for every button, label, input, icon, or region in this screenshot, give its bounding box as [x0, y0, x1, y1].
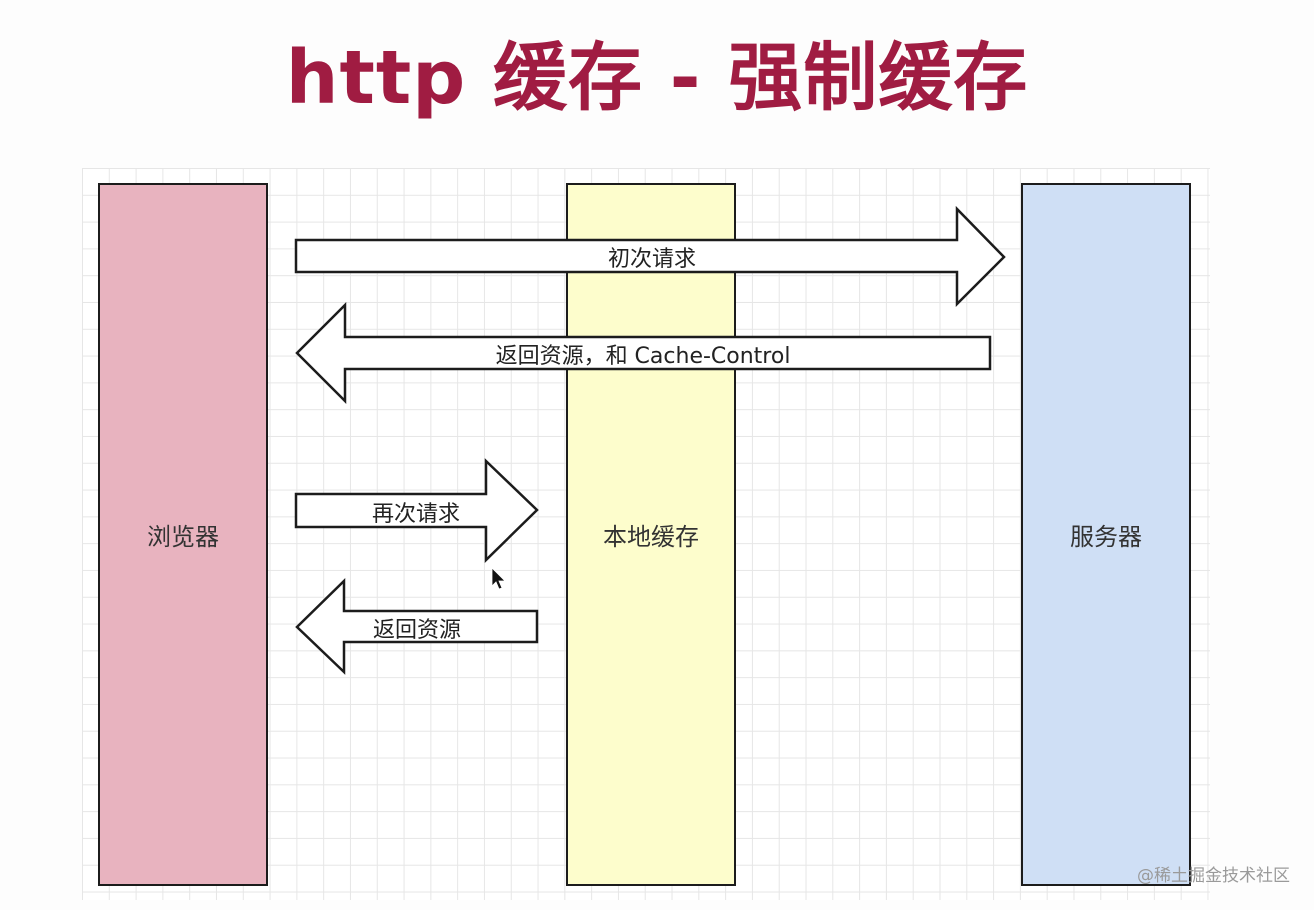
- local-cache-column: 本地缓存: [566, 183, 736, 886]
- server-label: 服务器: [1070, 523, 1142, 551]
- return-with-cache-control-arrow: [295, 301, 992, 405]
- first-request-arrow: [294, 205, 1006, 308]
- browser-column: 浏览器: [98, 183, 268, 886]
- server-column: 服务器: [1021, 183, 1191, 886]
- second-request-arrow: [294, 458, 539, 563]
- watermark: @稀土掘金技术社区: [1137, 866, 1290, 886]
- mouse-cursor-icon: [491, 567, 506, 590]
- return-with-cache-control-label: 返回资源，和 Cache-Control: [495, 344, 791, 369]
- browser-label: 浏览器: [147, 523, 219, 551]
- second-request-label: 再次请求: [371, 502, 461, 527]
- page-title: http 缓存 - 强制缓存: [285, 35, 1029, 121]
- local-cache-label: 本地缓存: [603, 523, 699, 551]
- return-resource-label: 返回资源: [372, 618, 462, 643]
- return-resource-arrow: [295, 578, 539, 675]
- first-request-label: 初次请求: [607, 247, 697, 272]
